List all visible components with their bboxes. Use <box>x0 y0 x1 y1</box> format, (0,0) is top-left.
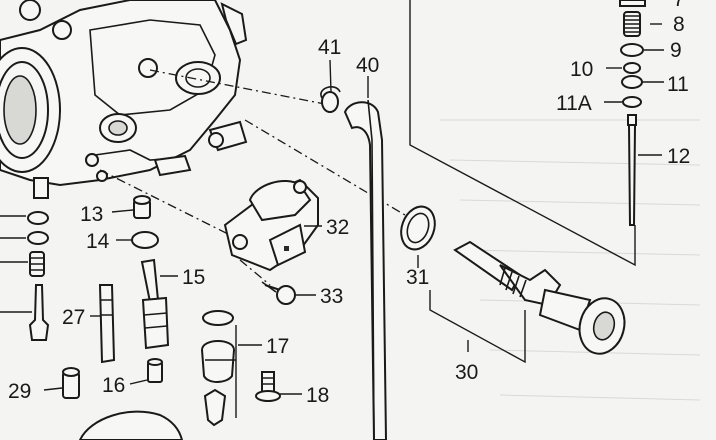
callout-17: 17 <box>266 335 289 358</box>
callout-31: 31 <box>406 266 429 289</box>
float-bowl <box>78 410 184 440</box>
carburetor-body <box>0 0 248 199</box>
part-32-sensor <box>223 178 319 272</box>
part-40-tube <box>343 99 388 440</box>
part-41-clip <box>320 86 341 113</box>
left-edge-parts <box>27 211 50 341</box>
callout-32: 32 <box>326 216 349 239</box>
callout-13: 13 <box>80 203 103 226</box>
part-14-o-ring <box>131 231 159 249</box>
part-17-float-valve <box>200 310 237 427</box>
callout-14: 14 <box>86 230 110 253</box>
callout-11a: 11A <box>556 92 592 115</box>
part-10-washer <box>623 62 641 74</box>
callout-11: 11 <box>667 73 689 96</box>
callout-labels: 7 8 9 10 11 11A 12 13 14 15 27 17 16 29 … <box>8 0 690 407</box>
part-18-screw <box>255 371 281 402</box>
callout-8: 8 <box>673 13 685 36</box>
part-9-washer <box>620 43 644 57</box>
part-31-o-ring <box>400 205 436 251</box>
callout-40: 40 <box>356 54 379 77</box>
leader-lines <box>0 23 664 395</box>
callout-16: 16 <box>102 374 125 397</box>
callout-33: 33 <box>320 285 343 308</box>
part-15-jet-holder <box>140 258 170 350</box>
callout-10: 10 <box>570 58 593 81</box>
callout-41: 41 <box>318 36 341 59</box>
part-11-washer <box>621 75 643 89</box>
callout-29: 29 <box>8 380 31 403</box>
part-27-emulsion-tube <box>98 284 116 364</box>
callout-12: 12 <box>667 145 690 168</box>
part-29-plug <box>62 367 80 399</box>
callout-7: 7 <box>673 0 685 11</box>
callout-27: 27 <box>62 306 85 329</box>
part-16-jet <box>147 358 163 383</box>
part-33-screw <box>261 281 296 305</box>
part-13-plug <box>133 195 151 219</box>
part-30-plunger <box>429 240 626 364</box>
part-11a-washer <box>622 96 642 108</box>
callout-9: 9 <box>670 39 682 62</box>
needle-assembly <box>409 0 646 267</box>
callout-30: 30 <box>455 361 478 384</box>
callout-15: 15 <box>182 266 205 289</box>
callout-18: 18 <box>306 384 329 407</box>
part-12-needle <box>627 114 637 226</box>
part-8-spring <box>623 11 641 37</box>
